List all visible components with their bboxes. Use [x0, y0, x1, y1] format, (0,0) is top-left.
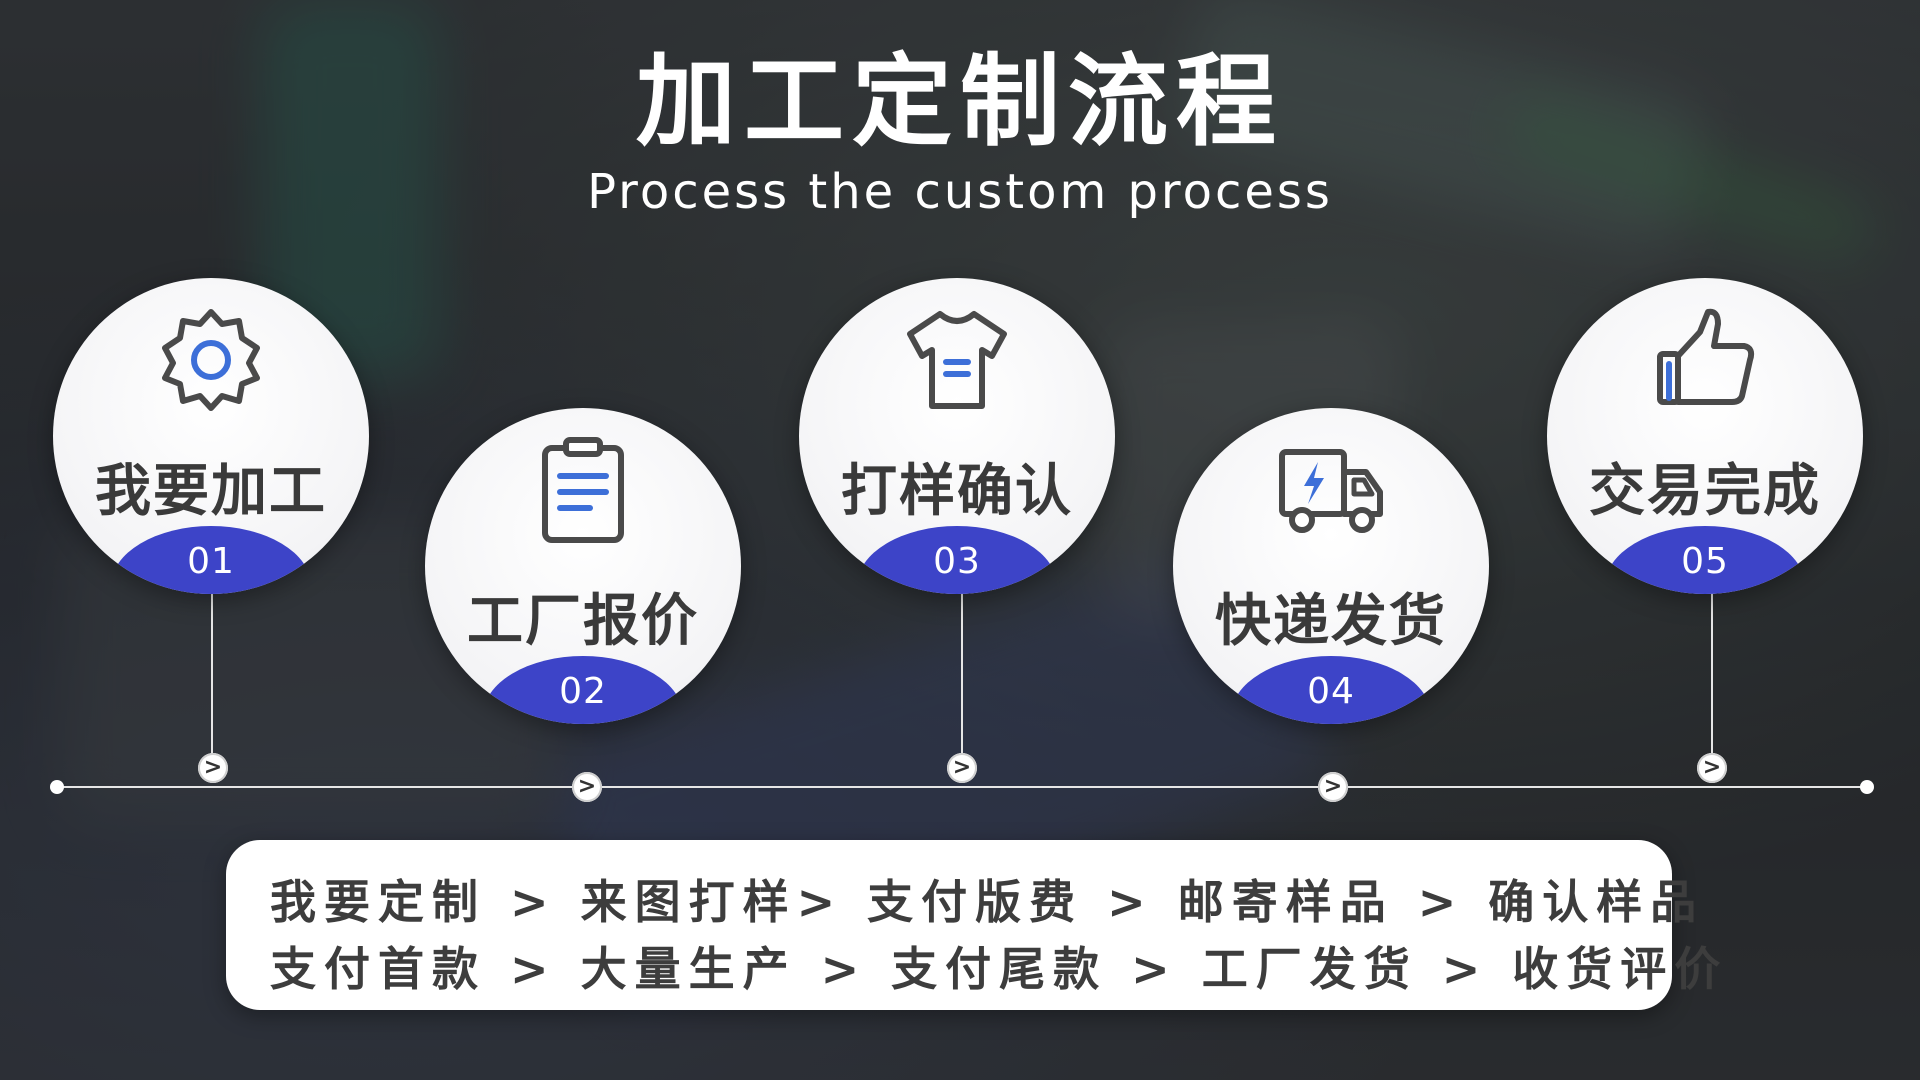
connector-line-03: [961, 590, 963, 770]
step-circle: 交易完成 05: [1547, 278, 1863, 594]
step-circle: 快递发货 04: [1173, 408, 1489, 724]
timeline-end-dot: [1860, 780, 1874, 794]
step-number-badge: 05: [1605, 526, 1805, 594]
step-02: 工厂报价 02: [425, 408, 741, 724]
step-05: 交易完成 05: [1547, 278, 1863, 594]
step-04: 快递发货 04: [1173, 408, 1489, 724]
step-label: 工厂报价: [467, 589, 699, 654]
step-circle: 打样确认 03: [799, 278, 1115, 594]
thumbs-up-icon: [1657, 308, 1755, 405]
step-label: 交易完成: [1589, 459, 1821, 524]
timeline-arrow: >: [1318, 772, 1348, 802]
page-title: 加工定制流程: [636, 43, 1284, 160]
gear-icon: [162, 309, 260, 411]
connector-line-01: [211, 590, 213, 770]
step-03: 打样确认 03: [799, 278, 1115, 594]
page-subtitle: Process the custom process: [587, 164, 1333, 220]
step-number-badge: 03: [857, 526, 1057, 594]
step-label: 打样确认: [841, 459, 1073, 524]
step-label: 我要加工: [95, 459, 327, 524]
timeline-arrow: >: [947, 753, 977, 783]
clipboard-icon: [542, 437, 624, 543]
step-label: 快递发货: [1215, 589, 1447, 654]
timeline-start-dot: [50, 780, 64, 794]
timeline-arrow: >: [1697, 753, 1727, 783]
step-number-badge: 01: [111, 526, 311, 594]
process-flow-row-1: 我要定制 > 来图打样> 支付版费 > 邮寄样品 > 确认样品: [270, 875, 1705, 929]
process-flow-panel: 我要定制 > 来图打样> 支付版费 > 邮寄样品 > 确认样品 支付首款 > 大…: [226, 840, 1729, 1010]
tshirt-icon: [907, 311, 1007, 409]
timeline-arrow: >: [198, 753, 228, 783]
step-number-badge: 02: [483, 656, 683, 724]
connector-line-05: [1711, 590, 1713, 770]
step-number-badge: 04: [1231, 656, 1431, 724]
step-circle: 我要加工 01: [53, 278, 369, 594]
delivery-truck-icon: [1279, 449, 1383, 533]
step-circle: 工厂报价 02: [425, 408, 741, 724]
timeline-arrow: >: [572, 772, 602, 802]
process-flow-row-2: 支付首款 > 大量生产 > 支付尾款 > 工厂发货 > 收货评价: [270, 942, 1729, 996]
step-01: 我要加工 01: [53, 278, 369, 594]
timeline-line: [58, 786, 1868, 788]
